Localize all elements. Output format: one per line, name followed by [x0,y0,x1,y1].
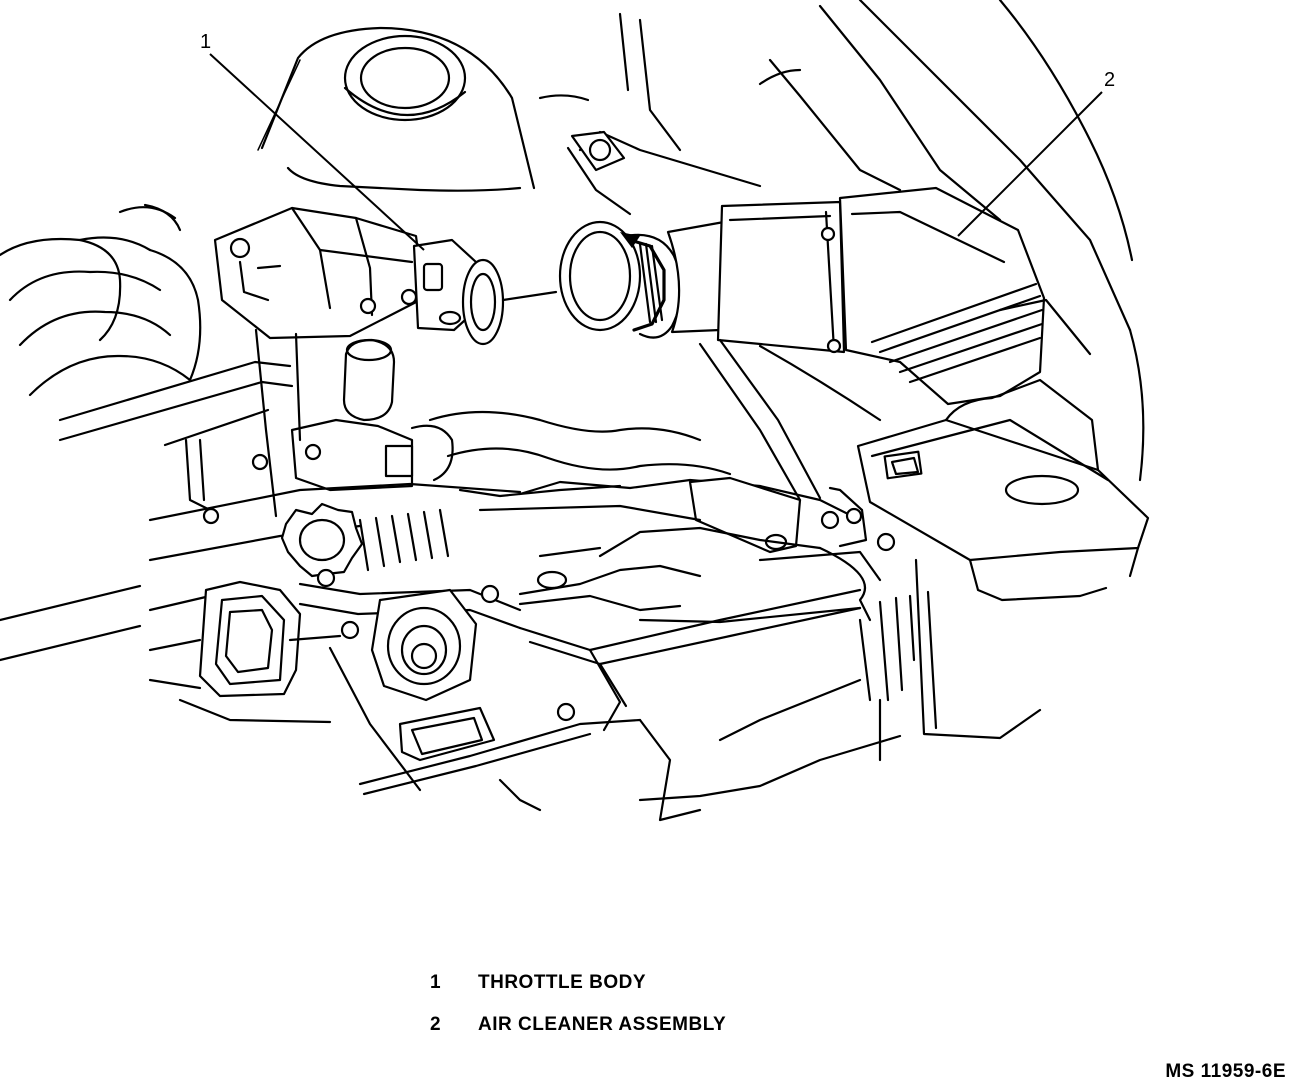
legend: 1 THROTTLE BODY 2 AIR CLEANER ASSEMBLY [420,972,726,1056]
callout-leaders: 1 2 [200,31,1115,251]
throttle-body [184,206,558,525]
coolant-hose [428,410,732,498]
air-cleaner-assembly [838,186,1150,740]
radiator-support [566,0,1145,502]
crossmember [0,476,902,822]
legend-number: 2 [430,1014,442,1035]
callout-1: 1 [200,31,211,53]
engine-lower [148,482,522,652]
legend-row: 2 AIR CLEANER ASSEMBLY [420,1014,726,1056]
strut-tower [257,26,590,192]
legend-number: 1 [430,972,442,993]
legend-label: AIR CLEANER ASSEMBLY [478,1014,727,1035]
figure-id: MS 11959-6E [1165,1061,1286,1082]
legend-label: THROTTLE BODY [478,972,646,993]
intake-duct [558,200,846,354]
legend-row: 1 THROTTLE BODY [420,972,726,1014]
callout-2: 2 [1104,69,1115,91]
